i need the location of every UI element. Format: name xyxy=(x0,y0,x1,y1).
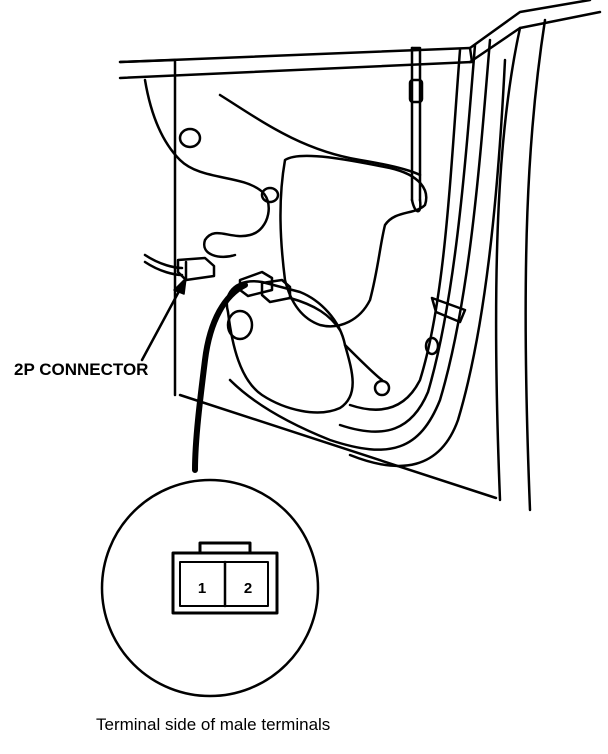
door-frame xyxy=(118,0,602,512)
terminal-2-label: 2 xyxy=(244,580,252,597)
magnified-view xyxy=(100,478,320,698)
terminal-1-label: 1 xyxy=(198,580,206,597)
connector-pointer-arrow xyxy=(140,280,186,362)
inner-door-panel xyxy=(228,38,507,468)
actuator-connector xyxy=(238,270,292,304)
connector-label: 2P CONNECTOR xyxy=(14,360,148,379)
door-lock-actuator xyxy=(225,280,391,414)
lock-rod xyxy=(408,46,424,213)
figure-caption: Terminal side of male terminals xyxy=(96,715,330,734)
wire-harness xyxy=(143,253,342,473)
harness-connector xyxy=(176,256,216,282)
arrow-head xyxy=(173,277,187,295)
inner-panel-cutout xyxy=(143,78,467,356)
